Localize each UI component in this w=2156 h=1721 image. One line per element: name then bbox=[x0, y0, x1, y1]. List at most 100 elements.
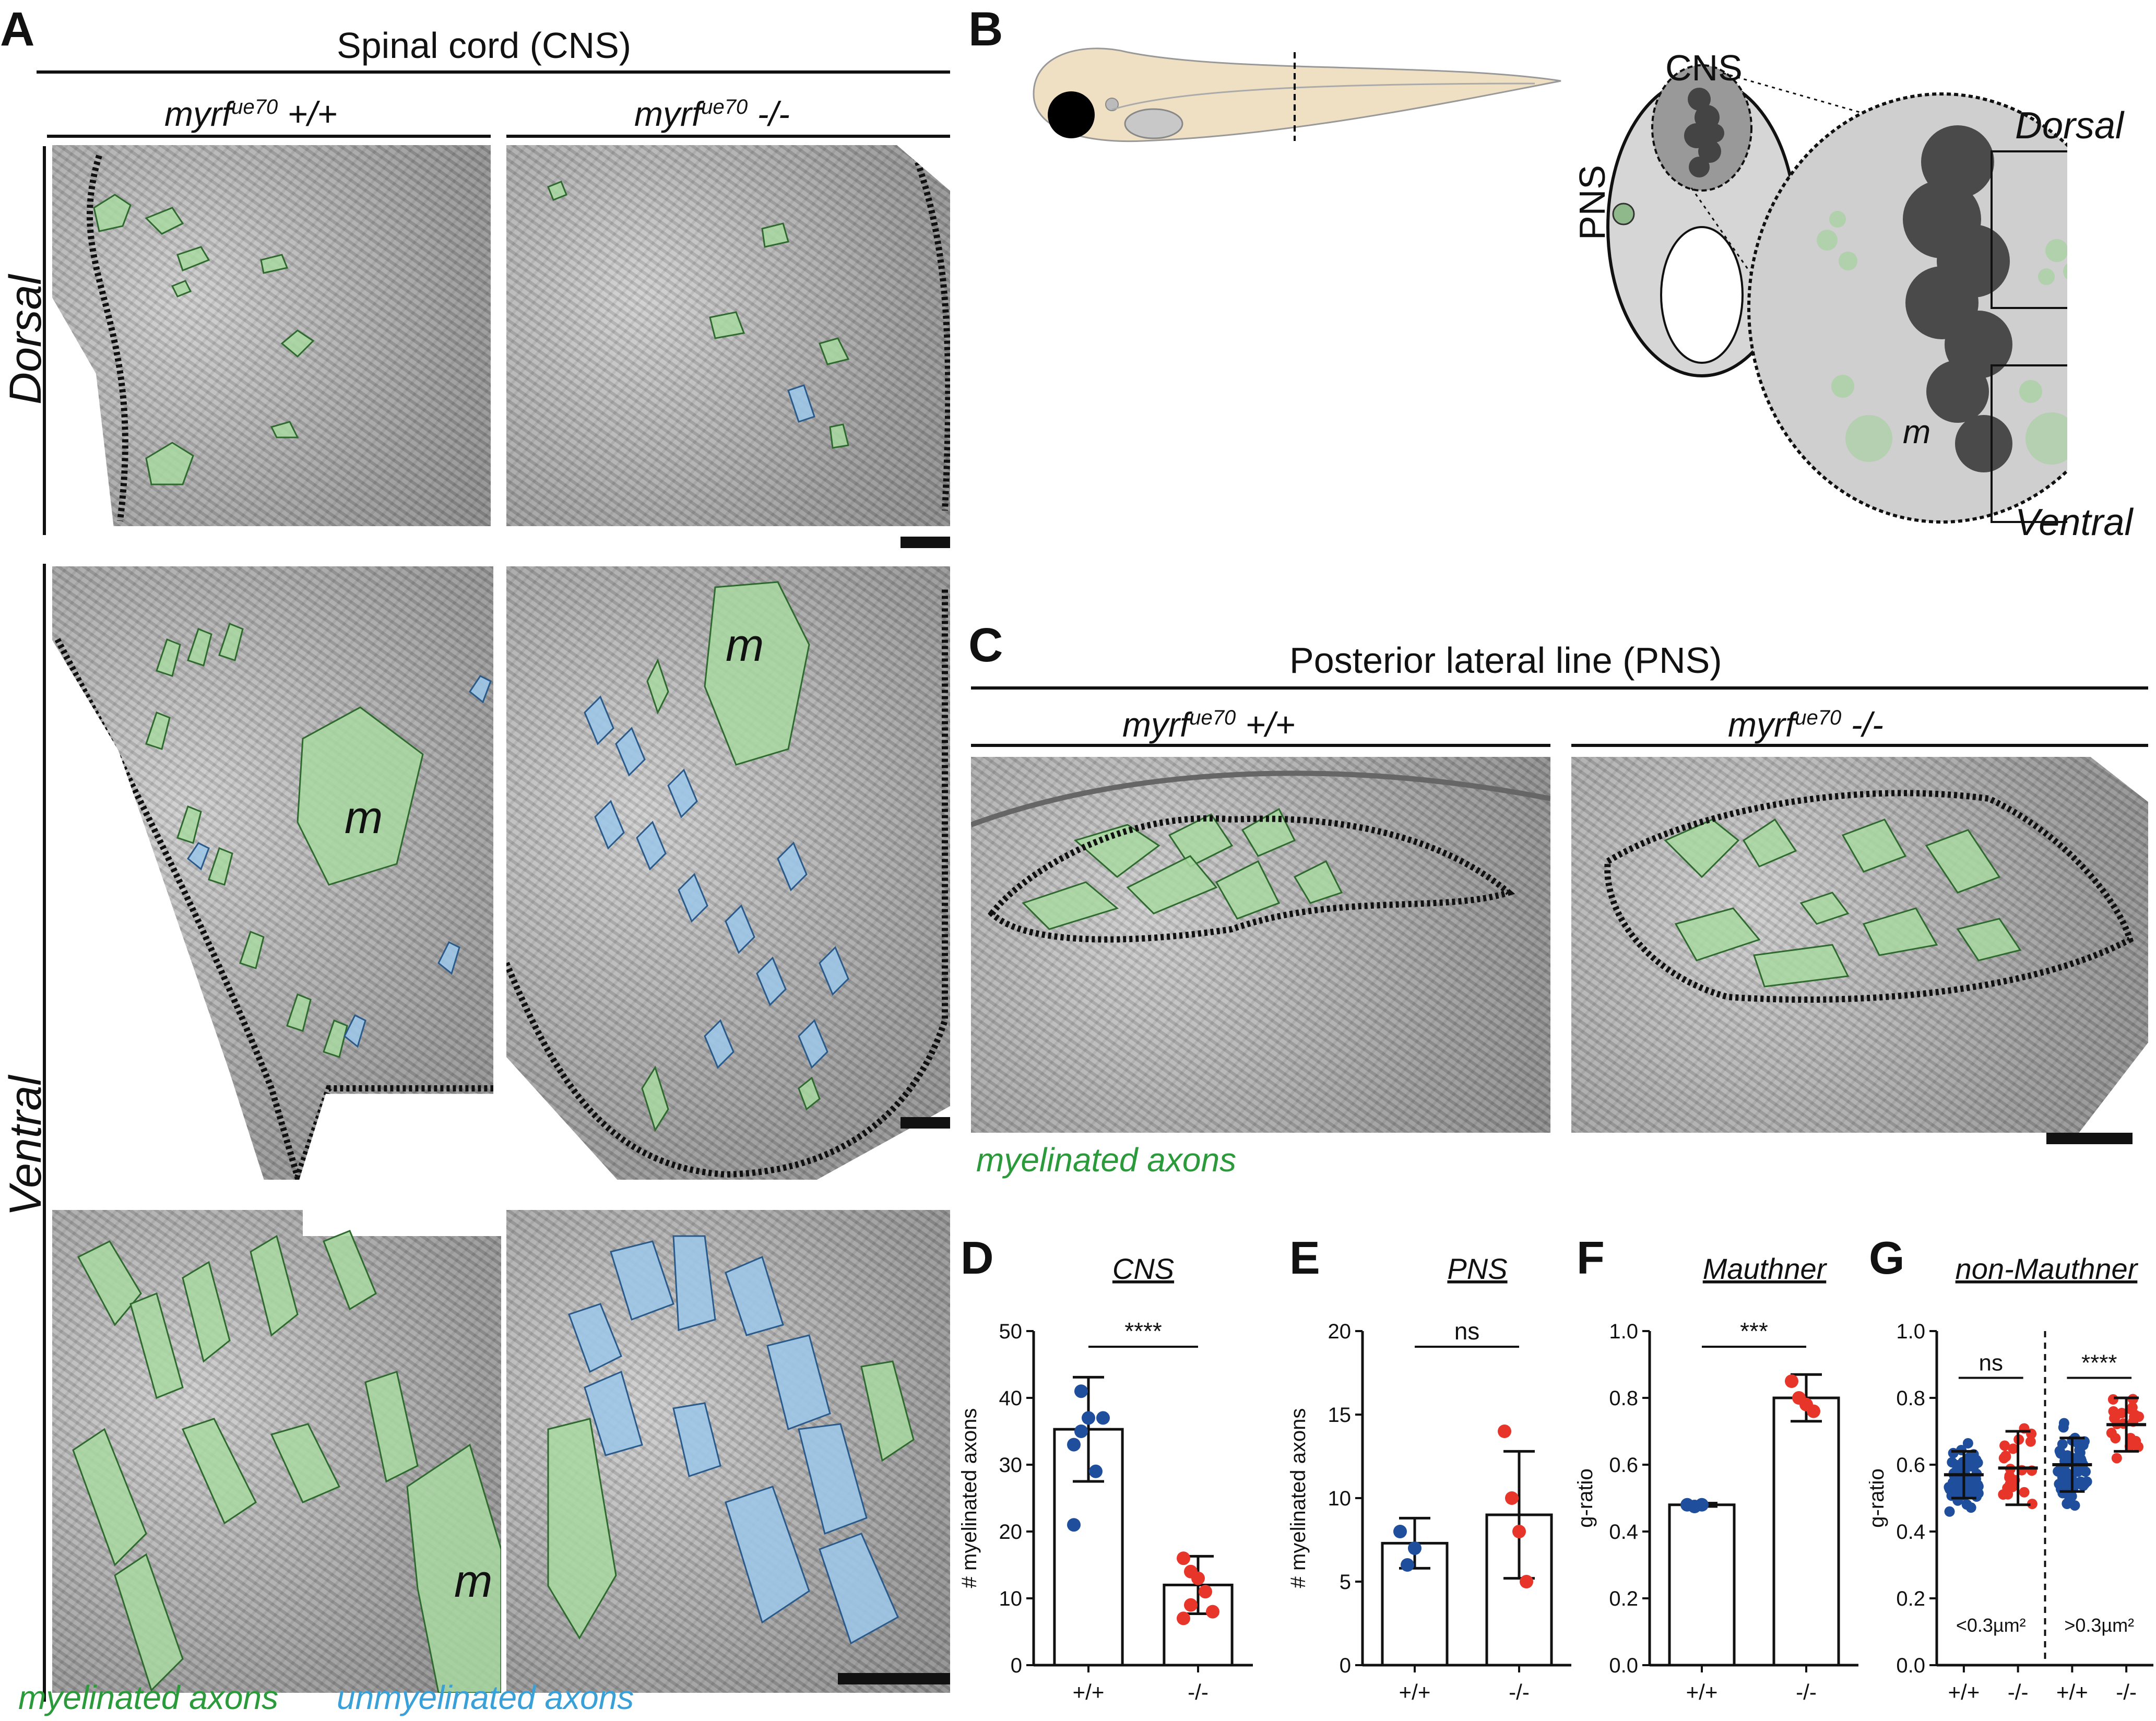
chart-G-title: non-Mauthner bbox=[1956, 1252, 2139, 1285]
em-image-lateral-line-wt bbox=[971, 757, 1550, 1133]
legend-myelinated-axons: myelinated axons bbox=[18, 1679, 279, 1716]
chart-D-xtick-label-0: +/+ bbox=[1073, 1680, 1105, 1704]
chart-G-point-3-11 bbox=[2133, 1441, 2144, 1452]
chart-D-point-0-6 bbox=[1074, 1425, 1088, 1438]
chart-F-bar-0 bbox=[1668, 1503, 1736, 1667]
chart-F-ytick-label-0: 0.0 bbox=[1609, 1654, 1638, 1677]
mauthner-label-ventral-mut: m bbox=[726, 619, 764, 671]
chart-D-point-1-4 bbox=[1206, 1605, 1219, 1619]
chart-E-ytick-label-4: 20 bbox=[1328, 1320, 1352, 1343]
chart-D-sig-label: **** bbox=[1124, 1318, 1162, 1345]
chart-G-sig-label-0: ns bbox=[1979, 1350, 2003, 1376]
chart-D-point-0-1 bbox=[1074, 1384, 1088, 1398]
legend-unmyelinated-axons: unmyelinated axons bbox=[337, 1679, 634, 1716]
panel-a-wt-rule bbox=[47, 135, 491, 138]
chart-G-point-1-18 bbox=[2007, 1481, 2018, 1492]
chart-D-ytick-label-4: 40 bbox=[999, 1387, 1023, 1410]
panel-a-genotype-wt: myrfue70 +/+ bbox=[164, 94, 338, 133]
panel-c-genotype-mut: myrfue70 -/- bbox=[1728, 705, 1883, 744]
scale-bar-ventral bbox=[901, 1117, 950, 1129]
panel-letter-b: B bbox=[968, 3, 1003, 56]
schematic-label-dorsal: Dorsal bbox=[2015, 105, 2124, 147]
chart-F-point-1-3 bbox=[1807, 1404, 1820, 1418]
chart-E-xtick-label-0: +/+ bbox=[1399, 1680, 1431, 1704]
panel-a-genotype-mut: myrfue70 -/- bbox=[634, 94, 790, 133]
chart-G-point-3-17 bbox=[2108, 1406, 2119, 1417]
chart-G-group-label-0: <0.3µm² bbox=[1956, 1615, 2026, 1636]
chart-F-sig-label: *** bbox=[1740, 1318, 1768, 1345]
panel-a-title: Spinal cord (CNS) bbox=[337, 25, 632, 66]
em-image-dorsal-wt bbox=[52, 145, 491, 526]
chart-E-point-0-2 bbox=[1408, 1541, 1421, 1555]
chart-G-point-1-16 bbox=[2027, 1499, 2037, 1510]
chart-E-xtick-label-1: -/- bbox=[1509, 1680, 1530, 1704]
em-image-zoom-wt: m bbox=[52, 1210, 501, 1693]
chart-E-point-1-0 bbox=[1498, 1425, 1511, 1438]
panel-c-title-rule bbox=[971, 686, 2148, 690]
chart-D-letter: D bbox=[961, 1232, 994, 1284]
chart-G-point-3-13 bbox=[2111, 1453, 2122, 1464]
chart-D-point-0-2 bbox=[1082, 1411, 1095, 1425]
chart-G-point-2-52 bbox=[2066, 1491, 2077, 1502]
chart-E-ytick-label-1: 5 bbox=[1340, 1571, 1351, 1594]
chart-G-point-2-49 bbox=[2055, 1448, 2066, 1459]
chart-G-point-0-57 bbox=[1965, 1502, 1976, 1513]
chart-E-title: PNS bbox=[1447, 1252, 1507, 1285]
em-image-lateral-line-mut bbox=[1571, 757, 2148, 1133]
chart-D-ytick-label-0: 0 bbox=[1011, 1654, 1022, 1677]
panel-letter-c: C bbox=[968, 619, 1003, 672]
chart-D-title: CNS bbox=[1112, 1252, 1174, 1285]
scale-bar-dorsal bbox=[901, 537, 950, 548]
chart-D-ytick-label-5: 50 bbox=[999, 1320, 1023, 1343]
chart-D-ytick-label-3: 30 bbox=[999, 1454, 1023, 1477]
chart-G-point-2-53 bbox=[2057, 1472, 2068, 1483]
chart-G-point-0-19 bbox=[1962, 1438, 1973, 1449]
chart-G-point-1-9 bbox=[2008, 1443, 2019, 1454]
chart-G-xtick-label-0: +/+ bbox=[1948, 1680, 1980, 1704]
chart-G-ytick-label-2: 0.4 bbox=[1896, 1521, 1925, 1544]
row-label-ventral: Ventral bbox=[1, 1075, 51, 1216]
chart-D-point-1-3 bbox=[1199, 1585, 1212, 1599]
chart-D-ytick-label-2: 20 bbox=[999, 1521, 1023, 1544]
chart-G-point-0-59 bbox=[1945, 1484, 1956, 1495]
schematic-label-cns: CNS bbox=[1665, 48, 1743, 88]
chart-G-point-2-58 bbox=[2055, 1483, 2066, 1494]
chart-G-point-2-43 bbox=[2079, 1478, 2090, 1489]
chart-G-point-0-58 bbox=[1947, 1457, 1958, 1468]
panel-c-title: Posterior lateral line (PNS) bbox=[1289, 640, 1722, 681]
chart-G-point-1-17 bbox=[1999, 1440, 2010, 1451]
chart-F-bar-1 bbox=[1772, 1396, 1840, 1667]
chart-E-ytick-label-3: 15 bbox=[1328, 1404, 1352, 1427]
panel-letter-a: A bbox=[0, 3, 35, 56]
chart-D-ytick-label-1: 10 bbox=[999, 1587, 1023, 1610]
schematic-label-mauthner: m bbox=[1903, 413, 1931, 450]
legend-lateral-line-myelinated: myelinated axons bbox=[976, 1141, 1237, 1179]
chart-D-point-1-5 bbox=[1177, 1611, 1190, 1625]
chart-G-point-0-47 bbox=[1965, 1459, 1976, 1470]
chart-G-point-2-41 bbox=[2057, 1439, 2068, 1450]
chart-F-point-0-2 bbox=[1695, 1498, 1709, 1512]
chart-G-point-0-39 bbox=[1971, 1474, 1982, 1485]
chart-E-point-1-3 bbox=[1520, 1575, 1533, 1588]
chart-G-point-3-14 bbox=[2106, 1428, 2117, 1439]
chart-F-point-1-0 bbox=[1785, 1374, 1798, 1388]
chart-G-point-1-19 bbox=[2004, 1470, 2015, 1481]
chart-G-point-3-4 bbox=[2107, 1394, 2118, 1405]
chart-F-letter: F bbox=[1577, 1232, 1605, 1284]
chart-D-bar-1 bbox=[1163, 1583, 1234, 1667]
chart-G-sig-label-1: **** bbox=[2081, 1350, 2117, 1376]
chart-E-point-1-1 bbox=[1505, 1491, 1519, 1505]
chart-G-point-1-20 bbox=[2000, 1451, 2011, 1462]
chart-G-point-0-48 bbox=[1973, 1488, 1984, 1499]
panel-a-title-rule bbox=[37, 70, 950, 74]
chart-G-ytick-label-5: 1.0 bbox=[1896, 1320, 1925, 1343]
chart-G-ytick-label-0: 0.0 bbox=[1896, 1654, 1925, 1677]
chart-G-ytick-label-3: 0.6 bbox=[1896, 1454, 1925, 1477]
chart-G-letter: G bbox=[1869, 1232, 1904, 1284]
em-image-zoom-mut bbox=[506, 1210, 950, 1693]
ventral-row-bracket bbox=[43, 564, 46, 1702]
panel-a-mut-rule bbox=[506, 135, 950, 138]
em-image-dorsal-mut bbox=[506, 145, 950, 526]
